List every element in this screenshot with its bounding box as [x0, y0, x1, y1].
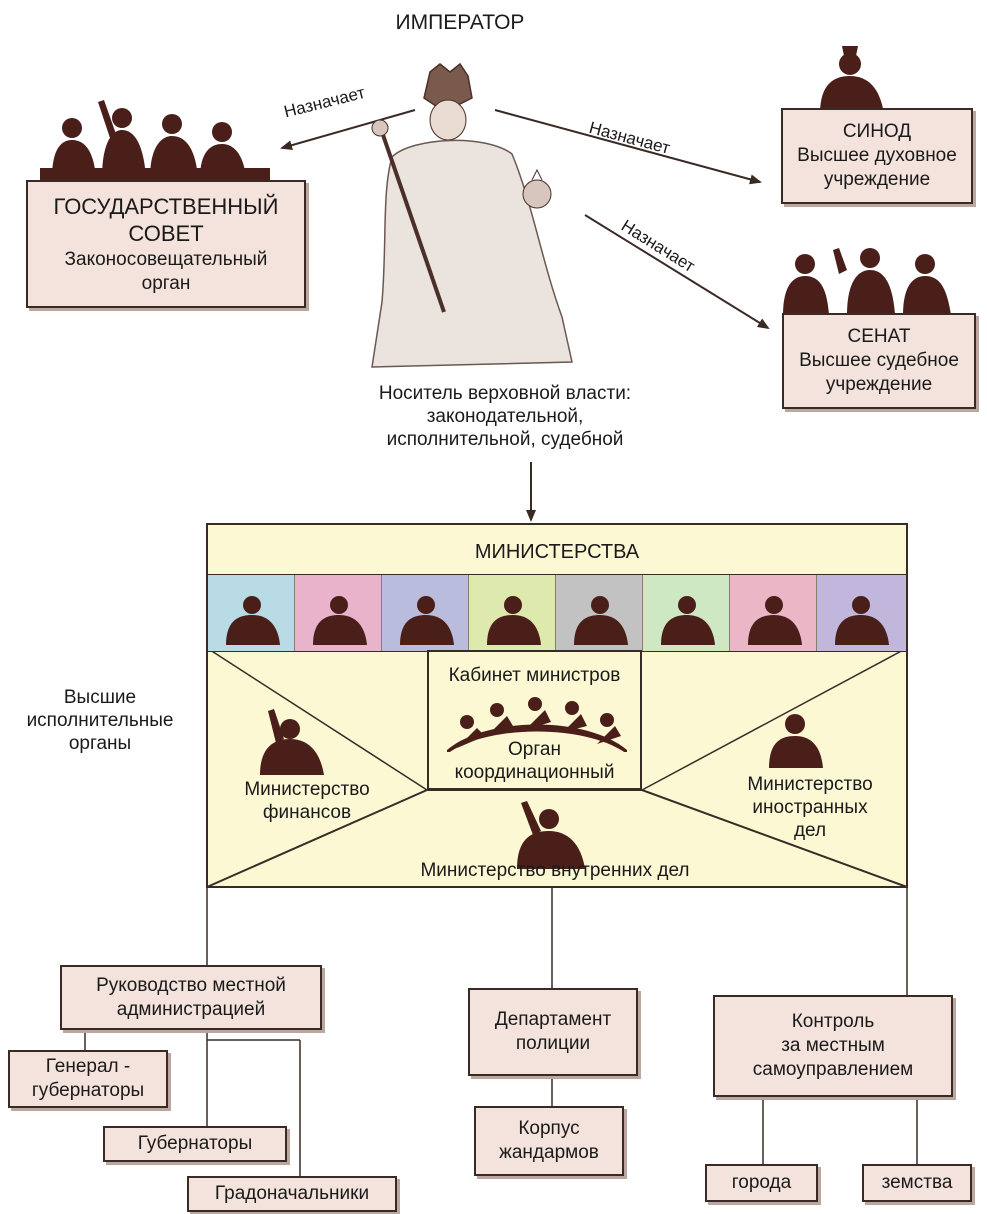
council-title-2: СОВЕТ	[128, 221, 204, 247]
cabinet-box: Кабинет министров Орган координационный	[427, 650, 642, 790]
synod-member-illustration	[820, 46, 884, 114]
foreign-3: дел	[793, 820, 827, 842]
ministry-cell	[469, 575, 556, 651]
ministry-cell	[643, 575, 730, 651]
state-council-box: ГОСУДАРСТВЕННЫЙ СОВЕТ Законосовещательны…	[26, 180, 306, 308]
interior-minister-illustration	[517, 801, 585, 869]
minister-silhouette-icon	[574, 596, 628, 645]
cities-label: города	[731, 1172, 792, 1194]
ministry-cell	[295, 575, 382, 651]
synod-box: СИНОД Высшее духовное учреждение	[781, 108, 973, 204]
senate-box: СЕНАТ Высшее судебное учреждение	[782, 313, 976, 409]
senate-sub-2: учреждение	[825, 373, 933, 395]
minister-silhouette-icon	[226, 596, 280, 645]
arrow-to-council	[280, 109, 416, 151]
gendarmes-1: Корпус	[518, 1118, 580, 1140]
ministry-cell	[382, 575, 469, 651]
finance-1: Министерство	[244, 779, 370, 800]
local-admin-1: Руководство местной	[96, 974, 286, 996]
cabinet-title: Кабинет министров	[448, 665, 621, 686]
control-1: Контроль	[791, 1011, 875, 1033]
minister-silhouette-icon	[400, 596, 454, 645]
side-label-2: исполнительные	[26, 710, 174, 732]
local-admin-2: администрацией	[116, 998, 266, 1020]
council-sub-2: орган	[141, 272, 191, 294]
cabinet-members-illustration	[447, 697, 627, 752]
gov-general-1: Генерал -	[45, 1056, 131, 1078]
ministry-cell	[208, 575, 295, 651]
foreign-1: Министерство	[747, 774, 873, 795]
minister-silhouette-icon	[661, 596, 715, 645]
police-2: полиции	[515, 1033, 591, 1054]
senate-members-illustration	[783, 248, 951, 315]
emperor-caption-1: Носитель верховной власти:	[378, 383, 632, 404]
emperor-caption-3: исполнительной, судебной	[386, 429, 624, 451]
synod-sub-1: Высшее духовное	[797, 145, 957, 167]
minister-silhouette-icon	[835, 596, 889, 645]
gov-general-2: губернаторы	[31, 1080, 145, 1101]
emperor-caption-2: законодательной,	[426, 406, 584, 428]
gendarmes-box: Корпус жандармов	[474, 1106, 624, 1176]
gov-general-box: Генерал - губернаторы	[8, 1050, 168, 1108]
synod-title: СИНОД	[842, 121, 912, 143]
foreign-ministry-label: Министерство иностранных дел	[720, 773, 900, 843]
control-2: за местным	[781, 1035, 885, 1057]
emperor-caption: Носитель верховной власти: законодательн…	[345, 382, 665, 452]
ministry-cell	[817, 575, 906, 651]
side-label: Высшие исполнительные органы	[0, 686, 200, 756]
zemstvo-box: земства	[862, 1164, 972, 1202]
senate-title: СЕНАТ	[847, 326, 911, 348]
emperor-title: ИМПЕРАТОР	[395, 11, 525, 34]
emperor-figure-illustration	[371, 62, 573, 368]
zemstvo-label: земства	[881, 1172, 953, 1194]
cabinet-sub-2: координационный	[454, 762, 615, 784]
local-admin-box: Руководство местной администрацией	[60, 965, 322, 1030]
governors-label: Губернаторы	[137, 1133, 253, 1155]
council-title-1: ГОСУДАРСТВЕННЫЙ	[53, 193, 279, 219]
gendarmes-2: жандармов	[499, 1142, 599, 1163]
arrow-to-synod	[494, 109, 762, 185]
side-label-3: органы	[68, 733, 132, 755]
minister-silhouette-icon	[487, 596, 541, 645]
finance-2: финансов	[262, 802, 352, 824]
senate-sub-1: Высшее судебное	[799, 350, 959, 372]
foreign-minister-illustration	[769, 714, 823, 768]
control-3: самоуправлением	[752, 1058, 914, 1080]
ministries-title: МИНИСТЕРСТВА	[474, 541, 640, 563]
local-control-box: Контроль за местным самоуправлением	[713, 995, 953, 1097]
mayors-box: Градоначальники	[187, 1176, 397, 1212]
police-box: Департамент полиции	[468, 988, 638, 1076]
governors-box: Губернаторы	[103, 1126, 287, 1162]
cities-box: города	[705, 1164, 818, 1202]
arrow-to-senate	[584, 214, 770, 330]
minister-silhouette-icon	[313, 596, 367, 645]
minister-silhouette-icon	[748, 596, 802, 645]
side-label-1: Высшие	[63, 687, 137, 708]
finance-ministry-label: Министерство финансов	[212, 778, 402, 824]
finance-minister-illustration	[260, 709, 324, 775]
interior-ministry-label: Министерство внутренних дел	[420, 860, 690, 881]
ministry-cell	[730, 575, 817, 651]
ministry-cell	[556, 575, 643, 651]
foreign-2: иностранных	[752, 797, 868, 819]
cabinet-sub: Орган координационный	[429, 738, 640, 784]
council-sub-1: Законосовещательный	[64, 248, 268, 270]
cabinet-sub-1: Орган	[508, 739, 561, 760]
synod-sub-2: учреждение	[823, 168, 931, 190]
ministries-strip	[208, 574, 906, 652]
council-members-illustration	[40, 100, 270, 180]
police-1: Департамент	[494, 1009, 612, 1031]
mayors-label: Градоначальники	[214, 1183, 370, 1205]
